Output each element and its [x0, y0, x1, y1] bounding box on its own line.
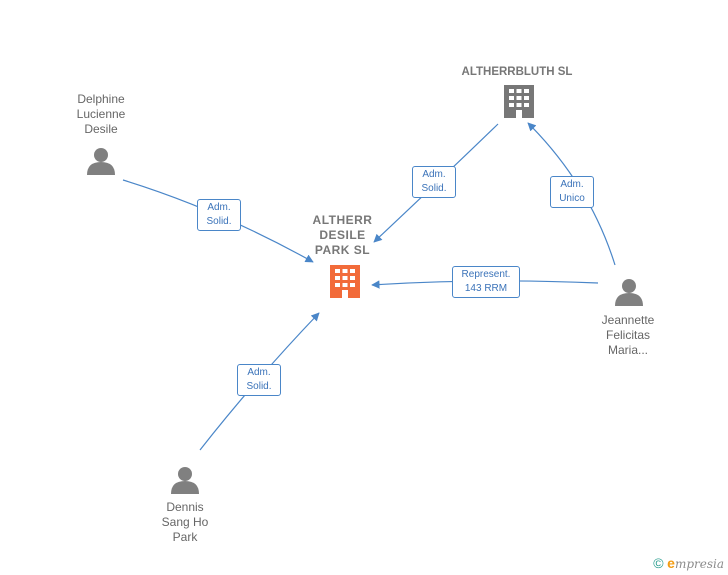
edge-label-dennis-main[interactable]: Adm. Solid.	[237, 364, 281, 396]
person-label-delphine[interactable]: Delphine Lucienne Desile	[76, 92, 126, 136]
person-label-jeannette[interactable]: Jeannette Felicitas Maria...	[601, 313, 655, 357]
copyright-icon: ©	[653, 555, 664, 571]
edge-label-jeannette-main[interactable]: Represent. 143 RRM	[452, 266, 520, 298]
person-label-dennis[interactable]: Dennis Sang Ho Park	[161, 500, 209, 544]
building-icon-main[interactable]	[330, 265, 360, 298]
person-icon-dennis[interactable]	[171, 467, 199, 494]
person-icon-jeannette[interactable]	[615, 279, 643, 306]
edge-label-jeannette-altherrbluth[interactable]: Adm. Unico	[550, 176, 594, 208]
person-icon-delphine[interactable]	[87, 148, 115, 175]
brand-footer: © empresia	[653, 555, 724, 571]
building-icon-altherrbluth[interactable]	[504, 85, 534, 118]
edge-label-delphine-main[interactable]: Adm. Solid.	[197, 199, 241, 231]
altherrbluth-label[interactable]: ALTHERRBLUTH SL	[461, 66, 573, 78]
main-company-label[interactable]: ALTHERR DESILE PARK SL	[312, 213, 373, 257]
brand-logo-initial: e	[667, 555, 675, 571]
edges	[122, 122, 616, 451]
edge-label-altherrbluth-main[interactable]: Adm. Solid.	[412, 166, 456, 198]
brand-logo-text: mpresia	[674, 557, 724, 571]
